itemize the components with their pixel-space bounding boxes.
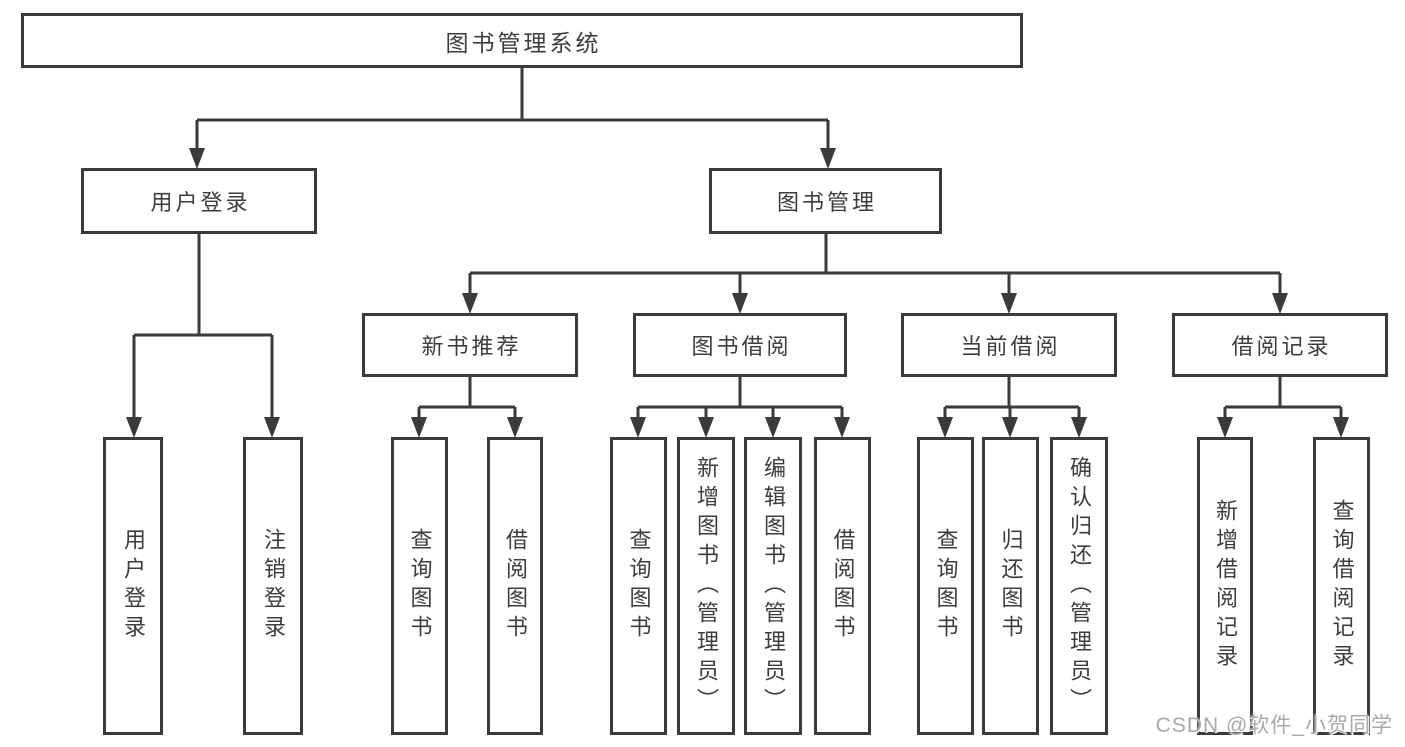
- edge-newbook-to-leaves: [417, 375, 517, 420]
- edge-bookmgmt-to-level3: [468, 232, 1282, 295]
- leaf-query-books-recommend: 查询图书: [391, 437, 448, 735]
- leaf-confirm-return-admin: 确认归还（管理员）: [1050, 437, 1108, 735]
- leaf-query-borrow-record: 查询借阅记录: [1313, 437, 1370, 735]
- edge-records-to-leaves: [1223, 375, 1343, 420]
- leaf-return-books: 归还图书: [982, 437, 1039, 735]
- leaf-borrow-books-borrowing: 借阅图书: [814, 437, 871, 735]
- node-root: 图书管理系统: [21, 13, 1023, 68]
- edge-current-to-leaves: [943, 375, 1081, 420]
- node-current-borrowing: 当前借阅: [901, 313, 1117, 377]
- watermark: CSDN @软件_小贺同学: [1155, 714, 1393, 737]
- leaf-borrow-books-recommend: 借阅图书: [487, 437, 543, 735]
- leaf-query-books-borrowing: 查询图书: [610, 437, 667, 735]
- edge-root-to-level2: [195, 66, 830, 150]
- leaf-user-login: 用户登录: [103, 437, 163, 735]
- node-new-book-recommend: 新书推荐: [362, 313, 578, 377]
- arrowheads: [126, 148, 1349, 438]
- edge-userlogin-to-leaves: [132, 232, 274, 420]
- node-borrowing-records: 借阅记录: [1172, 313, 1388, 377]
- edge-borrowing-to-leaves: [636, 375, 844, 420]
- leaf-logout: 注销登录: [243, 437, 303, 735]
- leaf-add-books-admin: 新增图书（管理员）: [677, 437, 735, 735]
- node-user-login: 用户登录: [81, 168, 317, 234]
- leaf-edit-books-admin: 编辑图书（管理员）: [744, 437, 802, 735]
- node-book-borrowing: 图书借阅: [633, 313, 847, 377]
- leaf-add-borrow-record: 新增借阅记录: [1197, 437, 1253, 735]
- leaf-query-books-current: 查询图书: [917, 437, 974, 735]
- node-book-management: 图书管理: [709, 168, 942, 234]
